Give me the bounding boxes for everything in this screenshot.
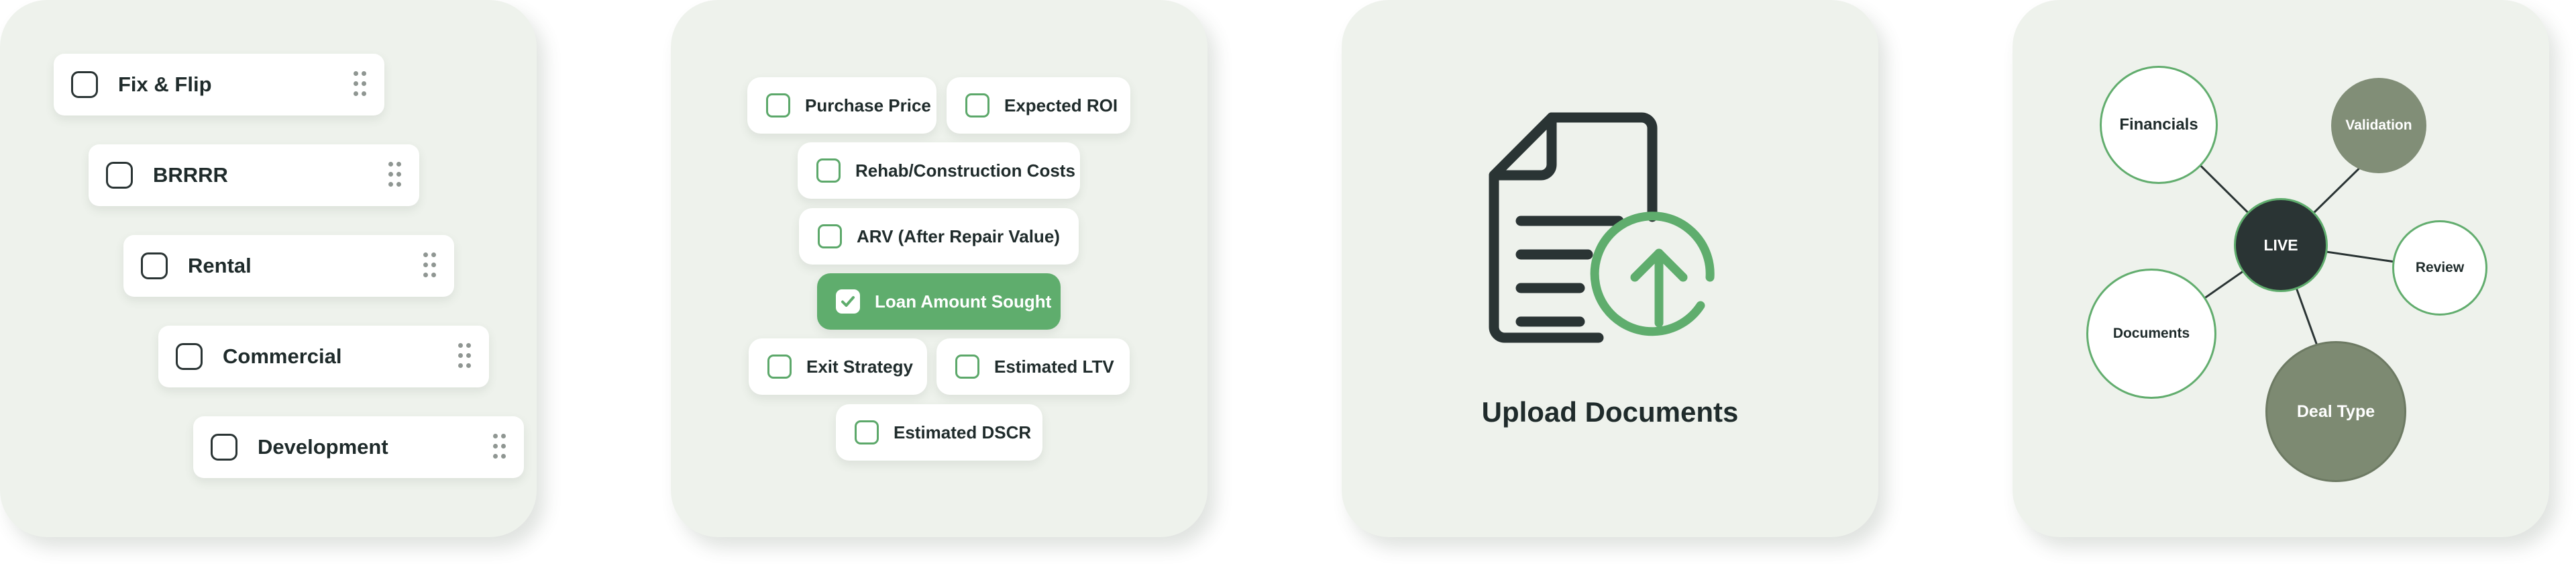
checkbox-checked[interactable] [836,289,860,314]
field-option-loan-amount[interactable]: Loan Amount Sought [817,273,1061,330]
field-option-label: Expected ROI [1004,95,1118,115]
strategy-label: Commercial [223,344,342,368]
checkbox[interactable] [766,93,790,117]
strategy-item-commercial[interactable]: Commercial [158,326,489,387]
strategy-checkbox[interactable] [211,434,237,461]
strategy-checkbox[interactable] [141,252,168,279]
strategy-label: Fix & Flip [118,73,212,96]
node-label: Documents [2112,326,2190,341]
strategy-list-panel: Fix & Flip BRRRR Rental Commercial Devel… [0,0,537,537]
strategy-checkbox[interactable] [71,71,98,98]
strategy-item-fix-flip[interactable]: Fix & Flip [54,54,384,115]
field-option-label: Loan Amount Sought [875,291,1052,312]
drag-handle-icon[interactable] [354,71,366,98]
field-option-exit-strategy[interactable]: Exit Strategy [749,338,927,395]
drag-handle-icon[interactable] [458,343,471,370]
upload-label[interactable]: Upload Documents [1481,396,1739,428]
field-option-estimated-dscr[interactable]: Estimated DSCR [836,404,1042,461]
field-options-panel: Purchase Price Expected ROI Rehab/Constr… [671,0,1208,537]
drag-handle-icon[interactable] [423,252,436,279]
drag-handle-icon[interactable] [388,162,401,189]
field-option-label: Purchase Price [805,95,931,115]
workflow-graph-panel: Financials Validation Review Documents D… [2012,0,2549,537]
field-option-label: Exit Strategy [806,356,913,377]
strategy-label: Rental [188,254,252,277]
strategy-checkbox[interactable] [106,162,133,189]
strategy-item-brrrr[interactable]: BRRRR [89,144,419,206]
node-review[interactable]: Review [2392,220,2487,316]
strategy-item-rental[interactable]: Rental [123,235,454,297]
node-live-center[interactable]: LIVE [2234,198,2328,292]
checkbox[interactable] [955,355,979,379]
field-option-arv[interactable]: ARV (After Repair Value) [799,208,1079,265]
field-option-label: Rehab/Construction Costs [855,160,1075,181]
field-option-expected-roi[interactable]: Expected ROI [947,77,1130,134]
node-label: Financials [2119,115,2198,134]
node-label: Deal Type [2296,402,2375,421]
node-validation[interactable]: Validation [2331,78,2426,173]
node-label: Validation [2345,117,2412,133]
strategy-label: Development [258,435,388,459]
checkbox[interactable] [965,93,989,117]
field-option-rehab-costs[interactable]: Rehab/Construction Costs [798,142,1080,199]
node-documents[interactable]: Documents [2086,269,2216,399]
upload-documents-panel[interactable]: Upload Documents [1342,0,1878,537]
strategy-label: BRRRR [153,163,228,187]
strategy-checkbox[interactable] [176,343,203,370]
checkbox[interactable] [818,224,842,248]
node-label: LIVE [2263,236,2298,254]
node-financials[interactable]: Financials [2100,66,2218,184]
field-option-purchase-price[interactable]: Purchase Price [747,77,936,134]
strategy-item-development[interactable]: Development [193,416,524,478]
node-deal-type[interactable]: Deal Type [2265,341,2406,482]
field-option-label: Estimated LTV [994,356,1114,377]
checkbox[interactable] [855,420,879,444]
field-option-estimated-ltv[interactable]: Estimated LTV [936,338,1130,395]
checkmark-icon [841,296,855,307]
document-upload-icon[interactable] [1479,111,1734,366]
field-option-label: ARV (After Repair Value) [857,226,1060,246]
checkbox[interactable] [767,355,792,379]
node-label: Review [2415,260,2465,275]
field-option-label: Estimated DSCR [894,422,1032,442]
drag-handle-icon[interactable] [493,434,506,461]
checkbox[interactable] [816,158,841,183]
